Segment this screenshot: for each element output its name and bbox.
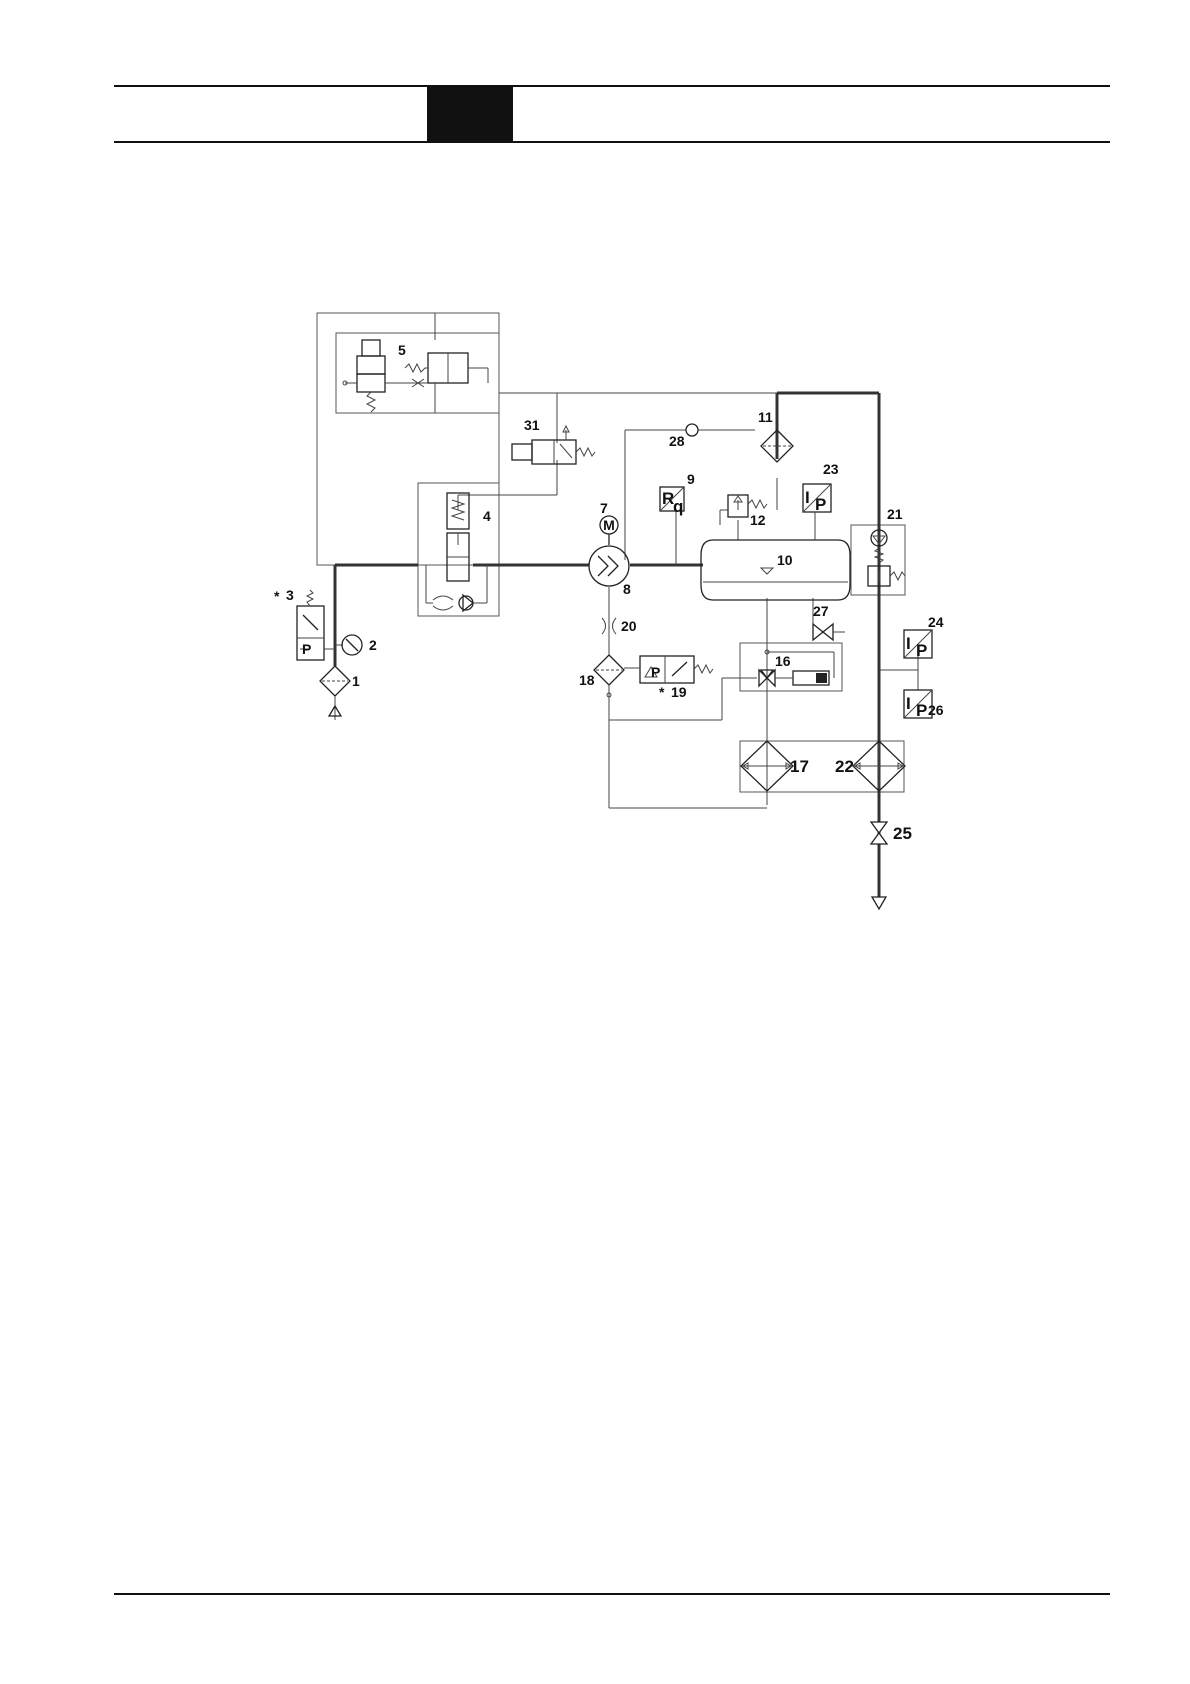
label-8: 8 <box>623 581 631 597</box>
main-air-lines <box>335 393 879 897</box>
motor-compressor: M <box>589 516 629 586</box>
label-10: 10 <box>777 552 793 568</box>
label-25: 25 <box>893 824 912 843</box>
label-27: 27 <box>813 603 829 619</box>
control-enclosure <box>317 313 499 565</box>
valve-block-5-frame <box>336 333 499 413</box>
t23-symbol-i: I <box>805 488 810 507</box>
label-19: 19 <box>671 684 687 700</box>
label-11: 11 <box>758 409 773 425</box>
label-12: 12 <box>750 512 766 528</box>
label-21: 21 <box>887 506 903 522</box>
label-26: 26 <box>928 702 944 718</box>
solenoid-valve-5 <box>343 340 488 413</box>
thermostatic-16-frame <box>740 643 842 691</box>
label-1: 1 <box>352 673 360 689</box>
oil-cooler-17 <box>741 741 793 791</box>
label-7: 7 <box>600 500 608 516</box>
motor-symbol: M <box>603 517 615 533</box>
air-cooler-22 <box>853 741 905 791</box>
label-24: 24 <box>928 614 944 630</box>
unloader-valve-4 <box>426 493 487 611</box>
minimum-pressure-valve-21 <box>868 530 905 586</box>
t24-symbol-p: P <box>916 641 927 660</box>
flow-symbol-q: q <box>673 497 683 516</box>
label-5: 5 <box>398 342 406 358</box>
label-22: 22 <box>835 757 854 776</box>
label-3: 3 <box>286 587 294 603</box>
t26-symbol-p: P <box>916 701 927 720</box>
drain-valve-27 <box>813 624 845 640</box>
label-2: 2 <box>369 637 377 653</box>
label-4: 4 <box>483 508 491 524</box>
t23-symbol-p: P <box>815 495 826 514</box>
inlet-filter-1 <box>320 666 350 720</box>
label-23: 23 <box>823 461 839 477</box>
label-18: 18 <box>579 672 595 688</box>
receiver-tank-10 <box>701 540 850 600</box>
label-17: 17 <box>790 757 809 776</box>
label-28: 28 <box>669 433 685 449</box>
label-3-asterisk: * <box>274 588 280 604</box>
oil-filter-18 <box>594 655 624 697</box>
label-9: 9 <box>687 471 695 487</box>
switch-19-symbol-p: P <box>651 664 660 680</box>
t26-symbol-i: I <box>906 694 911 713</box>
thermostatic-valve-16 <box>759 650 829 686</box>
label-19-asterisk: * <box>659 684 665 700</box>
switch-3-symbol-p: P <box>302 641 311 657</box>
label-31: 31 <box>524 417 540 433</box>
check-valve-28 <box>686 424 698 436</box>
label-20: 20 <box>621 618 637 634</box>
label-16: 16 <box>775 653 791 669</box>
t24-symbol-i: I <box>906 634 911 653</box>
pressure-gauge-2 <box>335 635 362 655</box>
differential-switch-19 <box>624 656 713 683</box>
